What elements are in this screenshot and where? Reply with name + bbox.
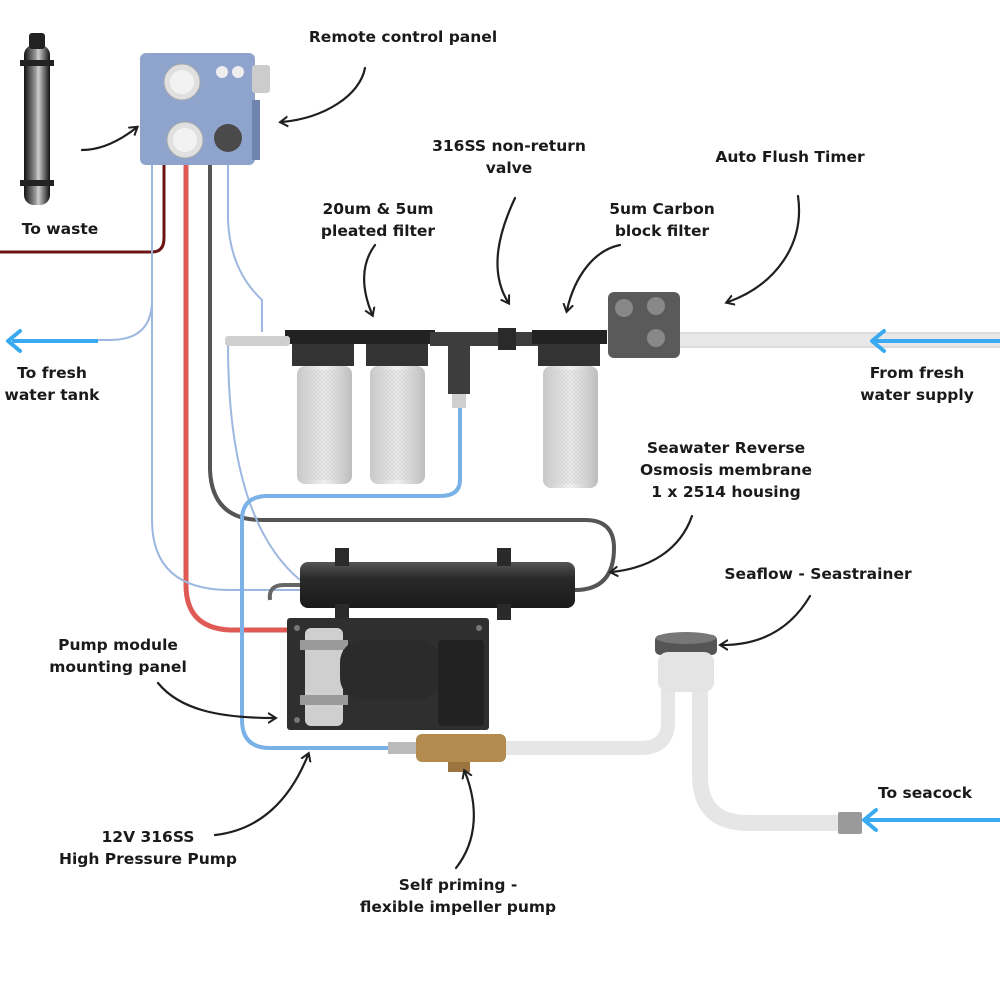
carbon-filter-housing	[532, 330, 607, 488]
ro-membrane-housing	[300, 548, 575, 620]
flush-signal-line	[227, 165, 263, 332]
label-line: Pump module	[58, 636, 178, 654]
label-line: High Pressure Pump	[58, 850, 238, 868]
label-line: From fresh	[869, 364, 965, 382]
uv-sterilizer	[20, 33, 54, 205]
seacock-fitting	[838, 812, 862, 834]
label-line: valve	[485, 159, 533, 177]
annotation-arrow-non-return-valve	[496, 196, 517, 302]
seawater-intake-hose	[500, 690, 675, 755]
label-remote-control-panel: Remote control panel	[308, 28, 498, 46]
label-line: 1 x 2514 housing	[651, 483, 801, 501]
label-line: water tank	[4, 386, 100, 404]
flow-arrows	[6, 329, 1000, 832]
filter-manifold	[225, 328, 540, 408]
pleated-filter-housing-1	[285, 330, 360, 484]
label-self-priming-pump: Self priming - flexible impeller pump	[360, 874, 556, 918]
label-seastrainer: Seaflow - Seastrainer	[724, 565, 912, 583]
label-line: 316SS non-return	[432, 137, 586, 155]
label-line: mounting panel	[49, 658, 187, 676]
label-auto-flush-timer: Auto Flush Timer	[715, 148, 865, 166]
annotation-arrow-seastrainer	[722, 594, 812, 645]
annotation-arrow-flush-timer	[728, 194, 801, 302]
membrane-link-line	[227, 344, 301, 581]
label-to-waste: To waste	[21, 220, 99, 238]
seastrainer	[655, 632, 717, 692]
label-line: To fresh	[17, 364, 87, 382]
label-to-seacock: To seacock	[877, 784, 973, 802]
flush-water-line	[240, 405, 462, 750]
annotation-arrow-carbon-filter	[567, 243, 622, 310]
label-from-fresh-water-supply: From fresh water supply	[860, 362, 974, 406]
annotation-arrow-membrane	[612, 514, 694, 572]
seacock-hose	[692, 690, 848, 831]
label-line: flexible impeller pump	[359, 898, 557, 916]
label-ro-membrane: Seawater Reverse Osmosis membrane 1 x 25…	[640, 437, 812, 503]
label-to-fresh-water-tank: To fresh water tank	[5, 362, 100, 406]
annotation-arrow-pump-panel	[156, 681, 274, 718]
annotation-arrow-uv	[80, 128, 136, 152]
concentrate-line	[208, 165, 617, 592]
auto-flush-timer-valve	[608, 292, 680, 358]
annotation-arrows	[80, 66, 812, 870]
label-line: Seawater Reverse	[646, 439, 806, 457]
product-line-to-membrane	[151, 300, 300, 591]
label-carbon-filter: 5um Carbon block filter	[609, 198, 715, 242]
annotation-arrow-impeller-pump	[454, 772, 475, 870]
pleated-filter-housing-2	[360, 330, 435, 484]
annotation-arrow-remote-panel	[282, 66, 367, 122]
high-pressure-pump-body	[300, 628, 484, 726]
label-line: Osmosis membrane	[640, 461, 812, 479]
flow-arrow-from-seacock	[862, 808, 1000, 832]
label-line: 20um & 5um	[322, 200, 434, 218]
flow-arrow-to-fresh-tank	[6, 329, 98, 353]
high-pressure-feed-line	[183, 165, 440, 633]
annotation-arrow-pleated-filter	[363, 243, 377, 314]
label-line: water supply	[860, 386, 974, 404]
label-line: 5um Carbon	[609, 200, 715, 218]
label-high-pressure-pump: 12V 316SS High Pressure Pump	[59, 826, 237, 870]
label-pleated-filter: 20um & 5um pleated filter	[321, 198, 435, 242]
hose-lines	[0, 165, 1000, 831]
remote-control-panel	[140, 53, 270, 165]
pump-feed-tube	[267, 583, 300, 601]
label-line: Self priming -	[398, 876, 518, 894]
label-non-return-valve: 316SS non-return valve	[432, 135, 586, 179]
annotation-arrow-hp-pump	[213, 755, 308, 837]
label-line: pleated filter	[320, 222, 436, 240]
label-line: 12V 316SS	[101, 828, 195, 846]
label-pump-module-panel: Pump module mounting panel	[49, 634, 187, 678]
label-line: block filter	[614, 222, 710, 240]
flow-arrow-from-fresh-supply	[870, 329, 1000, 353]
flexible-impeller-pump	[388, 734, 506, 772]
